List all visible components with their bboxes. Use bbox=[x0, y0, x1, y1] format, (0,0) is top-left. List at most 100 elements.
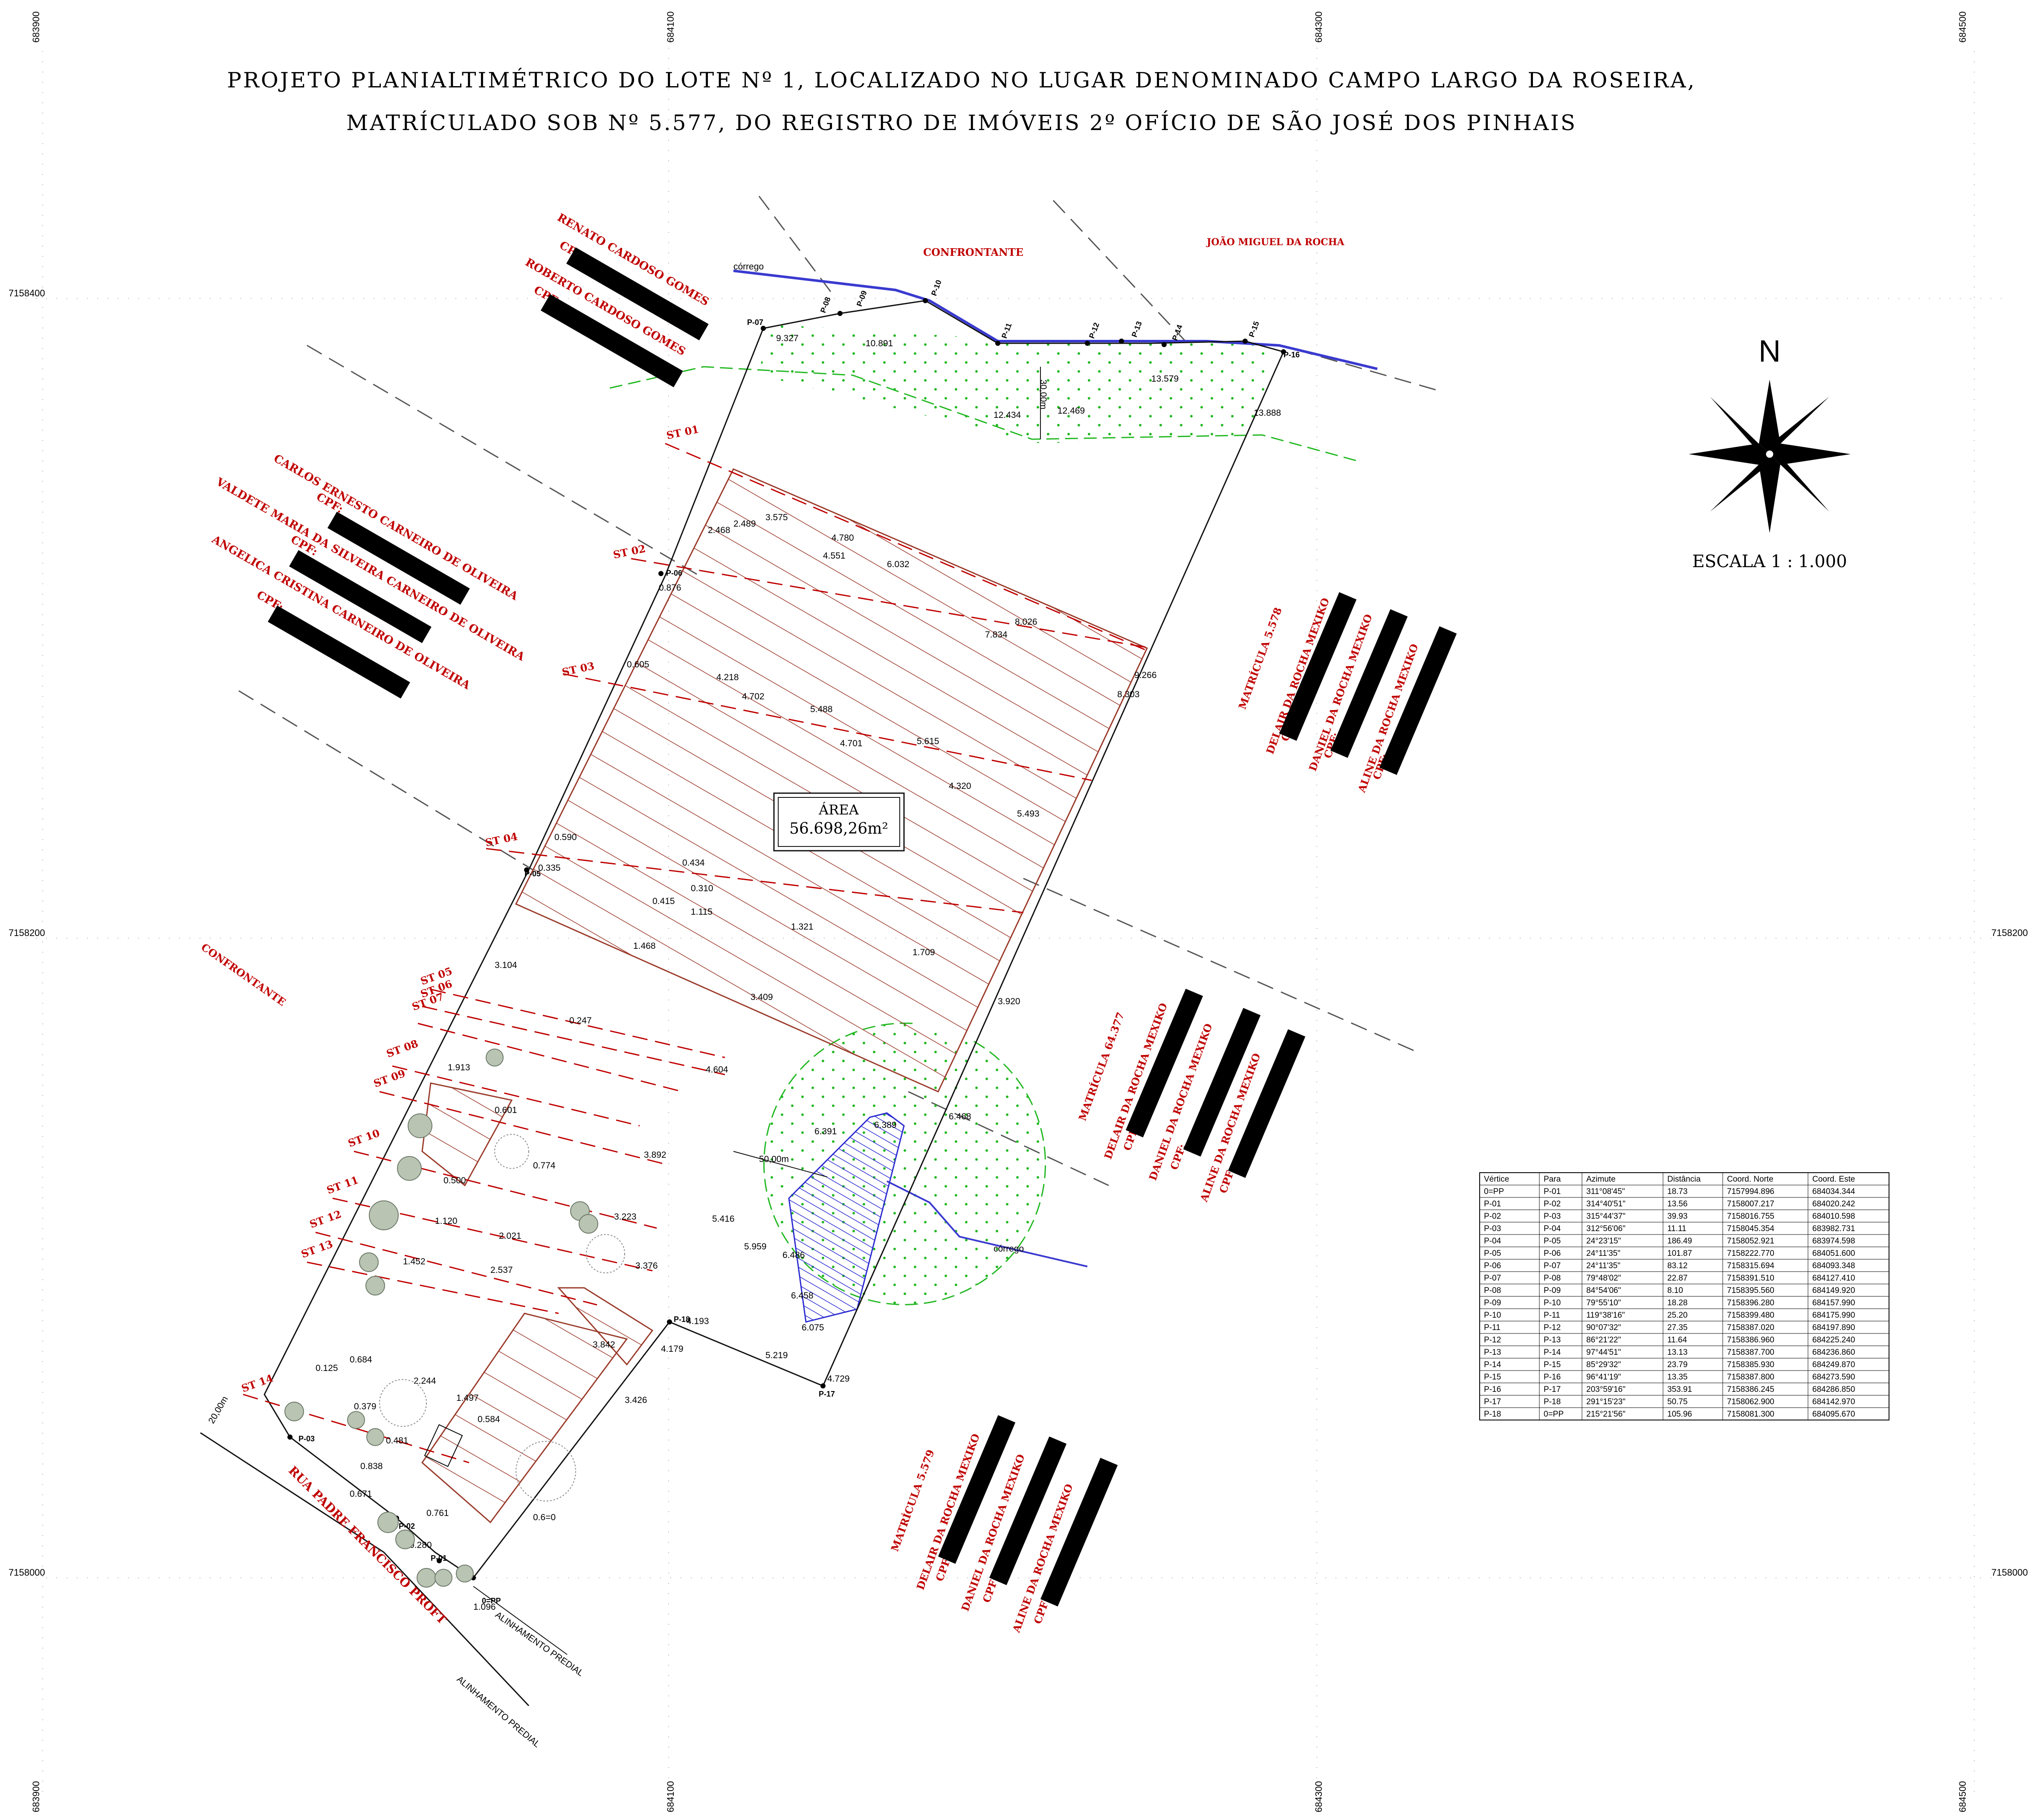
vertex-label: P-02 bbox=[399, 1522, 415, 1530]
north-right-1: 7158200 bbox=[1991, 927, 2028, 938]
hatched-area bbox=[515, 468, 1148, 1093]
elevation: 4.702 bbox=[742, 692, 765, 701]
elevation: 3.575 bbox=[765, 513, 788, 522]
elevation: 6.032 bbox=[887, 559, 910, 569]
elevation: 4.218 bbox=[716, 672, 739, 682]
table-cell: 684197.890 bbox=[1812, 1323, 1855, 1332]
table-cell: 7158395.560 bbox=[1727, 1286, 1774, 1295]
vertex-label: P-07 bbox=[747, 318, 763, 327]
table-cell: 314°40'51" bbox=[1586, 1200, 1625, 1209]
elevation: 1.468 bbox=[633, 941, 656, 951]
table-cell: 684127.410 bbox=[1812, 1274, 1855, 1283]
vertex-markers bbox=[287, 298, 1286, 1580]
table-cell: P-05 bbox=[1544, 1237, 1561, 1246]
table-cell: P-02 bbox=[1484, 1212, 1501, 1221]
table-cell: 203°59'16" bbox=[1586, 1385, 1625, 1394]
corrego-label-pond: córrego bbox=[994, 1244, 1024, 1254]
table-cell: 119°38'16" bbox=[1586, 1311, 1625, 1320]
table-cell: 215°21'56" bbox=[1586, 1410, 1625, 1419]
table-header-cell: Vértice bbox=[1484, 1175, 1509, 1184]
elevation: 3.920 bbox=[998, 997, 1020, 1006]
vertex-label: P-08 bbox=[819, 296, 832, 314]
elevation: 9.327 bbox=[776, 333, 799, 343]
elevation: 5.493 bbox=[1017, 809, 1040, 819]
elevation: 5.488 bbox=[810, 704, 833, 714]
table-cell: 684273.590 bbox=[1812, 1373, 1855, 1382]
table-cell: 18.28 bbox=[1667, 1298, 1688, 1307]
vertex-label: P-18 bbox=[674, 1315, 690, 1324]
table-cell: 684051.600 bbox=[1812, 1249, 1855, 1258]
table-cell: 683982.731 bbox=[1812, 1224, 1855, 1233]
table-cell: P-04 bbox=[1544, 1224, 1561, 1233]
matricula-5578-group: MATRÍCULA 5.578 DELAIR DA ROCHA MEXIKO C… bbox=[1236, 592, 1457, 794]
table-cell: 86°21'22" bbox=[1586, 1336, 1621, 1345]
east-top-4: 684500 bbox=[1957, 12, 1968, 43]
table-cell: P-10 bbox=[1484, 1311, 1501, 1320]
table-cell: P-15 bbox=[1544, 1360, 1561, 1369]
table-cell: P-13 bbox=[1544, 1336, 1561, 1345]
stream-pond bbox=[887, 1180, 1088, 1267]
elevation: 4.701 bbox=[840, 739, 863, 748]
hatched-area-small bbox=[557, 1287, 654, 1366]
elevation: 0.280 bbox=[409, 1540, 432, 1550]
elevation: 0.876 bbox=[659, 583, 681, 593]
east-bottom-1: 683900 bbox=[31, 1781, 41, 1812]
table-cell: 97°44'51" bbox=[1586, 1348, 1621, 1357]
table-cell: P-09 bbox=[1484, 1298, 1501, 1307]
elevation: 4.551 bbox=[823, 551, 846, 561]
table-cell: P-04 bbox=[1484, 1237, 1501, 1246]
table-cell: P-14 bbox=[1484, 1360, 1501, 1369]
elevation: 1.709 bbox=[913, 948, 935, 957]
elevation: 5.219 bbox=[765, 1351, 788, 1360]
table-cell: P-18 bbox=[1544, 1397, 1561, 1406]
table-cell: 24°23'15" bbox=[1586, 1237, 1621, 1246]
elevation: 0.500 bbox=[443, 1176, 466, 1185]
section-label: ST 09 bbox=[372, 1067, 407, 1090]
confrontante-left: CONFRONTANTE bbox=[199, 941, 288, 1009]
section-label: ST 02 bbox=[612, 542, 646, 561]
section-label: ST 04 bbox=[484, 830, 519, 849]
table-cell: 7158081.300 bbox=[1727, 1410, 1774, 1419]
table-cell: 7158386.245 bbox=[1727, 1385, 1774, 1394]
table-cell: 7158385.930 bbox=[1727, 1360, 1774, 1369]
grid-coords-bottom: 683900 684100 684300 684500 bbox=[31, 1781, 1968, 1812]
east-top-2: 684100 bbox=[665, 12, 676, 43]
north-left-1: 7158400 bbox=[9, 288, 45, 299]
redaction-bar bbox=[327, 512, 470, 605]
table-cell: 684236.860 bbox=[1812, 1348, 1855, 1357]
elevation: 0.481 bbox=[386, 1436, 409, 1446]
elevation: 0.671 bbox=[350, 1489, 372, 1499]
table-cell: 85°29'32" bbox=[1586, 1360, 1621, 1369]
table-cell: 0=PP bbox=[1544, 1410, 1564, 1419]
elevation: 0.838 bbox=[360, 1461, 383, 1471]
elevation: 0.434 bbox=[682, 858, 705, 868]
structure bbox=[424, 1424, 463, 1467]
matricula-5579-group: MATRÍCULA 5.579 DELAIR DA ROCHA MEXIKO C… bbox=[888, 1415, 1118, 1635]
table-cell: P-14 bbox=[1544, 1348, 1561, 1357]
grid-coords-side: 7158400 7158200 7158000 7158200 7158000 bbox=[9, 288, 2028, 1578]
section-label: ST 01 bbox=[665, 423, 700, 442]
elevation: 12.434 bbox=[994, 410, 1021, 420]
table-cell: P-05 bbox=[1484, 1249, 1501, 1258]
vertex-label: P-05 bbox=[524, 869, 541, 878]
area-label: ÁREA bbox=[818, 802, 859, 818]
table-cell: 27.35 bbox=[1667, 1323, 1688, 1332]
scale-label: ESCALA 1 : 1.000 bbox=[1692, 552, 1847, 571]
table-cell: P-03 bbox=[1544, 1212, 1561, 1221]
table-header-cell: Coord. Norte bbox=[1727, 1175, 1773, 1184]
table-cell: 13.13 bbox=[1667, 1348, 1688, 1357]
table-cell: 39.93 bbox=[1667, 1212, 1688, 1221]
elevation: 0.601 bbox=[495, 1105, 517, 1115]
table-cell: 7158387.800 bbox=[1727, 1373, 1774, 1382]
elevation: 5.615 bbox=[917, 736, 939, 746]
elevation: 3.426 bbox=[625, 1395, 647, 1405]
elevation: 4.780 bbox=[832, 533, 854, 543]
table-cell: 13.56 bbox=[1667, 1200, 1688, 1209]
table-cell: P-01 bbox=[1484, 1200, 1501, 1209]
elevation: 3.892 bbox=[644, 1150, 666, 1160]
table-cell: P-01 bbox=[1544, 1187, 1561, 1196]
table-header-cell: Distância bbox=[1667, 1175, 1701, 1184]
table-cell: 7158045.354 bbox=[1727, 1224, 1774, 1233]
section-label: ST 12 bbox=[308, 1208, 343, 1231]
